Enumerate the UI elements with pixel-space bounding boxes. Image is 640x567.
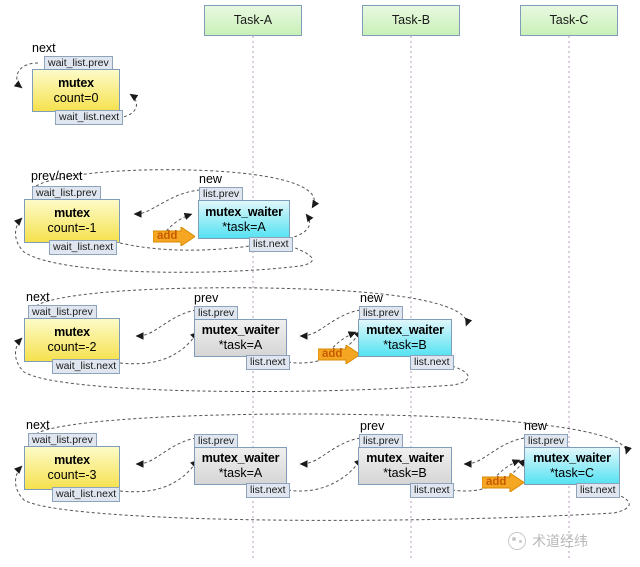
row4-mutex-node[interactable]: mutex count=-3 — [24, 446, 120, 490]
row3-caption-next: next — [26, 290, 50, 304]
row4-waiterC-node[interactable]: mutex_waiter *task=C — [524, 447, 620, 485]
row1-mutex-wait-list-next-tag: wait_list.next — [55, 110, 124, 125]
row1-mutex-title: mutex — [58, 75, 94, 90]
row3-waiterA-task: *task=A — [218, 338, 263, 352]
row3-caption-new: new — [360, 291, 383, 305]
row4-mutex-title: mutex — [54, 453, 90, 467]
task-header-a-label: Task-A — [233, 13, 273, 27]
row2-mutex-title: mutex — [54, 206, 90, 220]
row3-waiterB-title: mutex_waiter — [366, 323, 444, 337]
task-header-b[interactable]: Task-B — [362, 5, 460, 36]
row3-waiterA-list-next-tag: list.next — [246, 355, 290, 370]
row4-caption-prev: prev — [360, 419, 385, 433]
row4-caption-next: next — [26, 418, 50, 432]
row3-mutex-count: count=-2 — [47, 340, 97, 354]
row3-mutex-node[interactable]: mutex count=-2 — [24, 318, 120, 362]
row4-mutex-wait-list-next-tag: wait_list.next — [52, 487, 121, 502]
row4-waiterA-list-next-tag: list.next — [246, 483, 290, 498]
row3-waiterA-list-prev-tag: list.prev — [194, 306, 239, 321]
watermark: 术道经纬 — [508, 531, 588, 551]
add-arrow-shape — [318, 345, 360, 364]
row3-add-arrow: add — [318, 345, 360, 364]
row2-mutex-wait-list-next-tag: wait_list.next — [49, 240, 118, 255]
task-header-c[interactable]: Task-C — [520, 5, 618, 36]
row4-waiterB-node[interactable]: mutex_waiter *task=B — [358, 447, 452, 485]
task-header-a[interactable]: Task-A — [204, 5, 302, 36]
row4-waiterB-list-prev-tag: list.prev — [359, 434, 404, 449]
row3-waiterA-node[interactable]: mutex_waiter *task=A — [194, 319, 287, 357]
row4-waiterB-list-next-tag: list.next — [410, 483, 454, 498]
row3-caption-prev: prev — [194, 291, 219, 305]
row4-add-label: add — [486, 476, 507, 488]
add-arrow-shape — [153, 227, 195, 246]
row2-add-arrow: add — [153, 227, 195, 246]
add-arrow-shape — [482, 473, 524, 492]
row2-caption-prev-next: prev/next — [31, 169, 83, 183]
row3-waiterB-list-next-tag: list.next — [410, 355, 454, 370]
task-header-c-label: Task-C — [549, 13, 589, 27]
row1-mutex-node[interactable]: mutex count=0 — [32, 69, 120, 112]
row4-caption-new: new — [524, 419, 547, 433]
row2-waiter-list-prev-tag: list.prev — [199, 187, 244, 202]
row2-waiter-title: mutex_waiter — [205, 204, 283, 219]
row4-waiterA-node[interactable]: mutex_waiter *task=A — [194, 447, 287, 485]
row3-waiterB-task: *task=B — [383, 338, 427, 352]
watermark-text: 术道经纬 — [532, 534, 588, 550]
row2-waiter-node[interactable]: mutex_waiter *task=A — [198, 200, 290, 239]
row2-caption-new: new — [199, 172, 222, 186]
row3-add-label: add — [322, 348, 343, 360]
row4-waiterA-title: mutex_waiter — [201, 451, 280, 465]
watermark-logo-icon — [508, 532, 526, 550]
row2-mutex-node[interactable]: mutex count=-1 — [24, 199, 120, 243]
row3-mutex-wait-list-prev-tag: wait_list.prev — [28, 305, 97, 320]
row1-caption-next: next — [32, 41, 56, 55]
row2-waiter-task: *task=A — [222, 219, 266, 234]
row4-waiterC-task: *task=C — [549, 466, 595, 480]
row4-waiterB-task: *task=B — [383, 466, 427, 480]
row1-mutex-count: count=0 — [53, 90, 99, 105]
row3-mutex-title: mutex — [54, 325, 90, 339]
row3-waiterA-title: mutex_waiter — [201, 323, 280, 337]
row4-waiterC-title: mutex_waiter — [533, 451, 611, 465]
row3-waiterB-node[interactable]: mutex_waiter *task=B — [358, 319, 452, 357]
row4-waiterA-task: *task=A — [218, 466, 263, 480]
row4-waiterC-list-next-tag: list.next — [576, 483, 620, 498]
row4-mutex-count: count=-3 — [47, 468, 97, 482]
row2-mutex-count: count=-1 — [47, 221, 97, 235]
row4-waiterB-title: mutex_waiter — [366, 451, 444, 465]
task-header-b-label: Task-B — [391, 13, 431, 27]
row2-waiter-list-next-tag: list.next — [249, 237, 293, 252]
row3-waiterB-list-prev-tag: list.prev — [359, 306, 404, 321]
row3-mutex-wait-list-next-tag: wait_list.next — [52, 359, 121, 374]
row2-add-label: add — [157, 230, 178, 242]
row4-add-arrow: add — [482, 473, 524, 492]
